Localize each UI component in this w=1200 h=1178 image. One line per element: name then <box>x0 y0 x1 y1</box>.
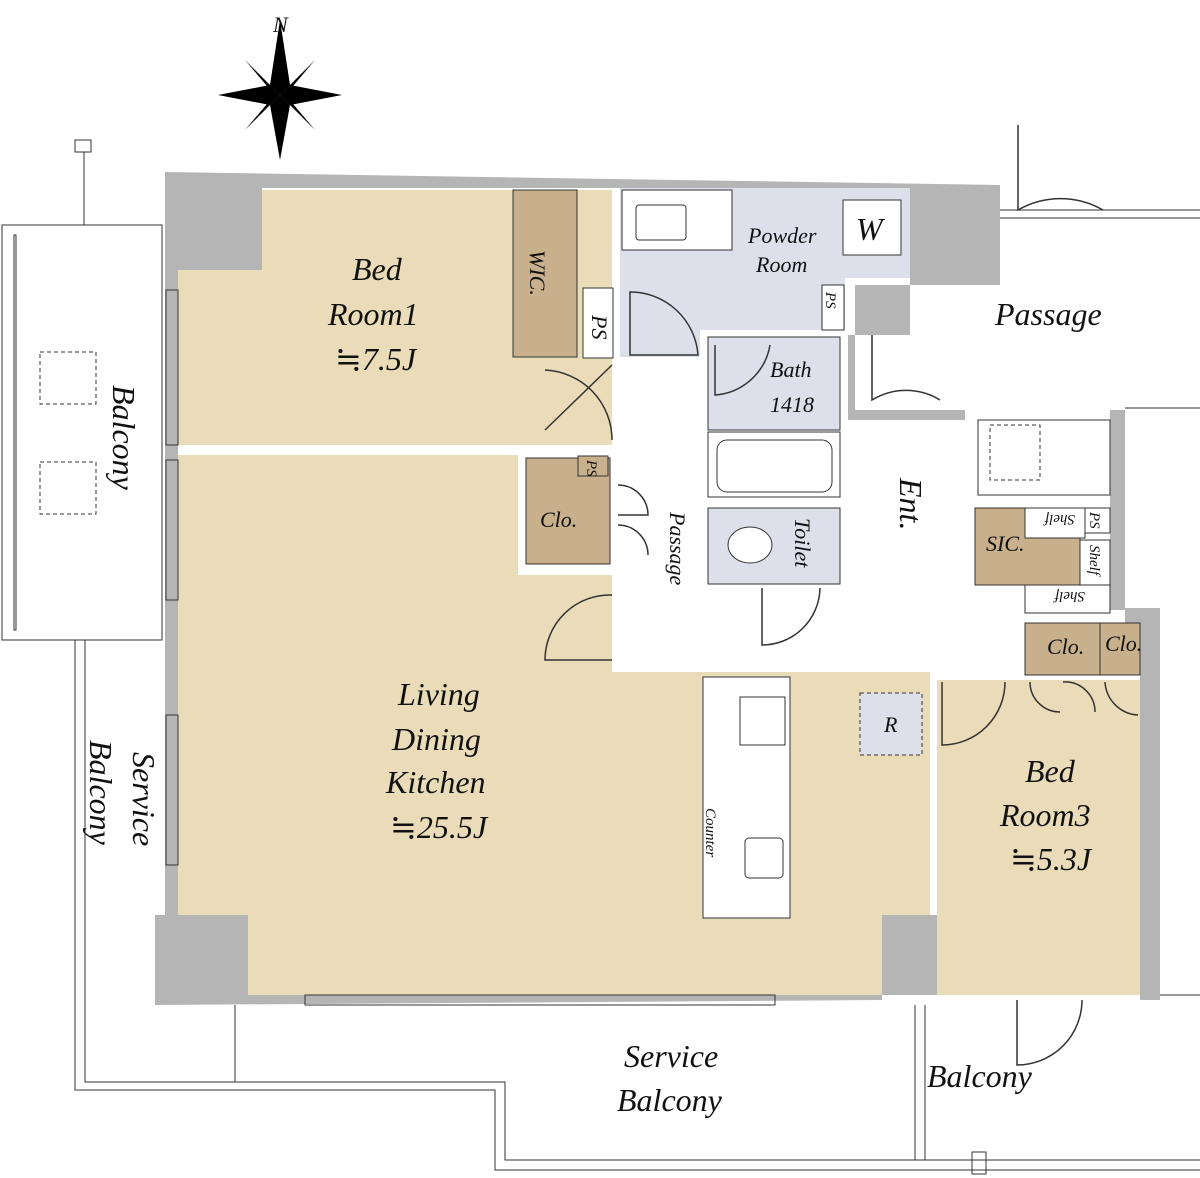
closet-label: Clo. <box>540 507 577 532</box>
ldk-label-2: Dining <box>391 721 481 757</box>
west-balcony-label: Balcony <box>106 385 142 491</box>
wic-label: WIC. <box>525 250 550 296</box>
west-service-balcony-label: Service <box>126 752 162 846</box>
ldk-label: Living <box>397 676 480 712</box>
entrance-label: Ent. <box>893 477 929 530</box>
south-service-balcony-label-2: Balcony <box>617 1082 723 1118</box>
compass-icon <box>218 20 342 160</box>
bedroom3-size: ≒5.3J <box>1010 841 1093 877</box>
ps-label: PS <box>587 314 612 339</box>
bedroom3-label-2: Room3 <box>999 797 1091 833</box>
shelf-label: Shelf <box>1043 511 1075 527</box>
ps-label: PS <box>822 291 838 309</box>
sic-label: SIC. <box>986 531 1025 556</box>
ps-label: PS <box>583 459 599 477</box>
fridge-label: R <box>883 712 898 737</box>
bedroom1-label: Bed <box>352 251 403 287</box>
wic-floor <box>512 189 578 358</box>
ps-label: PS <box>1086 511 1102 529</box>
west-service-balcony-label-2: Balcony <box>83 740 119 846</box>
ldk-size: ≒25.5J <box>390 809 489 845</box>
closet3-floor <box>1099 622 1141 676</box>
washer-label: W <box>856 211 886 247</box>
closet-label: Clo. <box>1047 634 1084 659</box>
closet2-floor <box>1024 622 1101 676</box>
bedroom3-floor <box>937 680 1140 995</box>
balcony-outlines <box>1 139 1200 1175</box>
south-balcony-label: Balcony <box>927 1058 1033 1094</box>
toilet-label: Toilet <box>790 518 815 568</box>
powder-room-label: Powder <box>747 223 817 248</box>
passage-floor <box>612 360 702 672</box>
bedroom1-floor <box>178 190 612 445</box>
counter-label: Counter <box>702 808 718 857</box>
bedroom1-size: ≒7.5J <box>335 341 418 377</box>
bath-label: Bath <box>770 357 812 382</box>
entrance-floor <box>848 422 965 667</box>
south-service-balcony-label: Service <box>624 1038 718 1074</box>
closet-label: Clo. <box>1105 631 1142 656</box>
fridge <box>859 692 923 756</box>
doors <box>544 125 1139 1066</box>
outer-passage-label: Passage <box>994 296 1102 332</box>
powder-room-label-2: Room <box>755 252 807 277</box>
ldk-label-3: Kitchen <box>385 764 486 800</box>
bedroom3-label: Bed <box>1025 753 1076 789</box>
bath-floor <box>707 336 841 431</box>
bath-size: 1418 <box>770 392 814 417</box>
shelf-label: Shelf <box>1086 545 1102 577</box>
bedroom1-label-2: Room1 <box>327 296 419 332</box>
shelf-label: Shelf <box>1053 588 1085 604</box>
compass-north-label: N <box>272 12 289 37</box>
windows <box>165 289 776 1006</box>
passage-label: Passage <box>665 511 690 586</box>
